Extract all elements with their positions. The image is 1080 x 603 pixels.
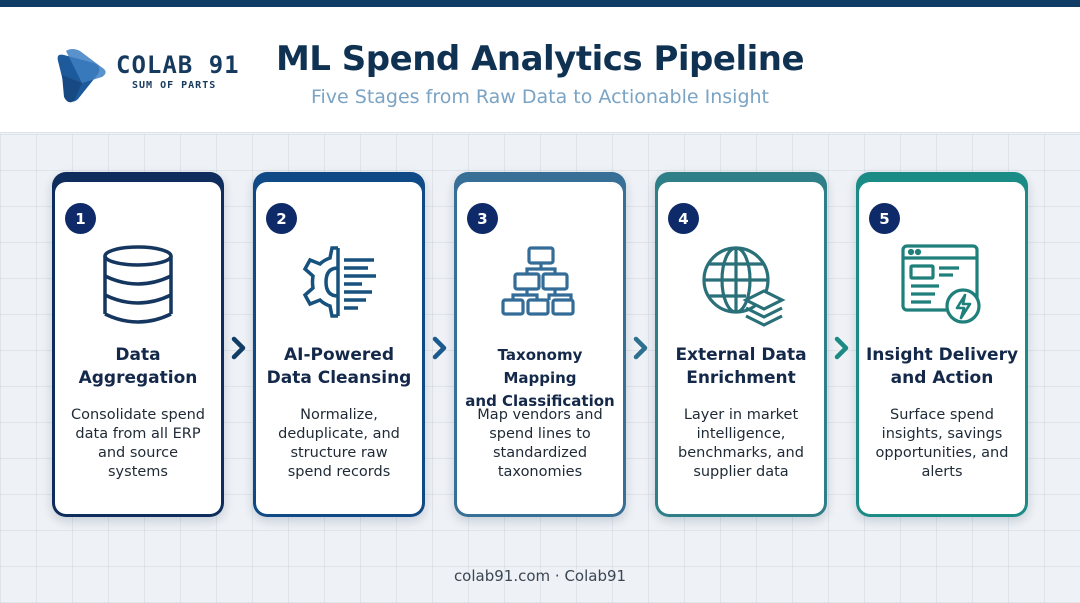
stage-title-line: Enrichment bbox=[686, 368, 796, 388]
stage-number-badge: 1 bbox=[65, 203, 96, 234]
stage-description-line: Consolidate spend bbox=[70, 407, 206, 423]
stage-card-3: 3 Taxonomy Mapping and Classification Ma… bbox=[454, 172, 626, 517]
globe-layers-icon bbox=[702, 246, 786, 327]
stage-description-line: benchmarks, and bbox=[678, 445, 804, 461]
footer-attribution: colab91.com · Colab91 bbox=[453, 567, 627, 585]
stage-number-badge: 5 bbox=[869, 203, 900, 234]
top-accent-bar bbox=[0, 0, 1080, 7]
stage-title: External Data Enrichment bbox=[660, 344, 822, 390]
stage-card-body: 1 Data Aggregation Consolidate spend dat… bbox=[55, 182, 221, 514]
stage-description: Consolidate spend data from all ERP and … bbox=[63, 406, 213, 482]
logo-tagline: SUM OF PARTS bbox=[132, 80, 217, 91]
stage-card-body: 3 Taxonomy Mapping and Classification Ma… bbox=[457, 182, 623, 514]
stage-number-badge: 4 bbox=[668, 203, 699, 234]
stage-description-line: Surface spend bbox=[890, 407, 994, 423]
logo: COLAB 91 SUM OF PARTS bbox=[52, 45, 252, 107]
stage-description-line: systems bbox=[108, 464, 168, 480]
stage-description-line: Normalize, bbox=[300, 407, 378, 423]
hierarchy-icon bbox=[501, 246, 575, 316]
stage-title: AI-Powered Data Cleansing bbox=[258, 344, 420, 390]
stage-description-line: opportunities, and bbox=[875, 445, 1009, 461]
stage-title: Data Aggregation bbox=[57, 344, 219, 390]
stage-description: Surface spend insights, savings opportun… bbox=[867, 406, 1017, 482]
gear-cleansing-icon bbox=[302, 246, 376, 318]
dashboard-alert-icon bbox=[901, 244, 981, 324]
database-icon bbox=[103, 245, 173, 324]
chevron-right-icon bbox=[432, 336, 447, 360]
stage-description-line: deduplicate, and bbox=[278, 426, 400, 442]
header: COLAB 91 SUM OF PARTS ML Spend Analytics… bbox=[0, 7, 1080, 133]
stage-description-line: insights, savings bbox=[881, 426, 1003, 442]
chevron-right-icon bbox=[834, 336, 849, 360]
chevron-right-icon bbox=[231, 336, 246, 360]
stage-card-4: 4 External Data Enrichment Layer in mark… bbox=[655, 172, 827, 517]
stage-title-line: External Data bbox=[675, 345, 807, 365]
stage-title: Taxonomy Mapping and Classification bbox=[459, 344, 621, 413]
stage-description-line: intelligence, bbox=[696, 426, 786, 442]
stage-card-body: 4 External Data Enrichment Layer in mark… bbox=[658, 182, 824, 514]
stage-description-line: supplier data bbox=[693, 464, 789, 480]
stage-description: Layer in market intelligence, benchmarks… bbox=[666, 406, 816, 482]
stage-card-body: 5 Insight Delivery and Action Surface sp… bbox=[859, 182, 1025, 514]
stage-title-line: and Classification bbox=[465, 392, 615, 410]
stage-number-badge: 2 bbox=[266, 203, 297, 234]
stage-title-line: Aggregation bbox=[78, 368, 198, 388]
stage-description-line: standardized bbox=[492, 445, 588, 461]
page-title: ML Spend Analytics Pipeline bbox=[275, 39, 805, 79]
stage-description-line: and source bbox=[97, 445, 179, 461]
stage-description-line: spend lines to bbox=[489, 426, 591, 442]
stage-title-line: Data Cleansing bbox=[266, 368, 412, 388]
stage-description-line: spend records bbox=[287, 464, 391, 480]
chevron-right-icon bbox=[633, 336, 648, 360]
stage-title-line: and Action bbox=[890, 368, 994, 388]
stage-description-line: Layer in market bbox=[683, 407, 799, 423]
stage-description-line: Map vendors and bbox=[477, 407, 603, 423]
logo-mark-icon bbox=[57, 49, 106, 103]
stage-description-line: structure raw bbox=[290, 445, 388, 461]
stage-description: Map vendors and spend lines to standardi… bbox=[465, 406, 615, 482]
stage-number-badge: 3 bbox=[467, 203, 498, 234]
stage-title-line: AI-Powered bbox=[284, 345, 394, 365]
stage-title: Insight Delivery and Action bbox=[861, 344, 1023, 390]
stage-description-line: alerts bbox=[921, 464, 963, 480]
stage-title-line: Taxonomy Mapping bbox=[497, 346, 583, 387]
stage-title-line: Data bbox=[115, 345, 161, 365]
stage-description-line: data from all ERP bbox=[75, 426, 201, 442]
page-subtitle: Five Stages from Raw Data to Actionable … bbox=[310, 86, 769, 108]
stage-description: Normalize, deduplicate, and structure ra… bbox=[264, 406, 414, 482]
stage-description-line: taxonomies bbox=[497, 464, 583, 480]
stage-card-1: 1 Data Aggregation Consolidate spend dat… bbox=[52, 172, 224, 517]
stage-title-line: Insight Delivery bbox=[865, 345, 1019, 365]
stage-card-2: 2 AI-Powered Data Cleansing Normalize, d… bbox=[253, 172, 425, 517]
logo-name: COLAB 91 bbox=[116, 51, 240, 79]
stage-card-body: 2 AI-Powered Data Cleansing Normalize, d… bbox=[256, 182, 422, 514]
stage-card-5: 5 Insight Delivery and Action Surface sp… bbox=[856, 172, 1028, 517]
